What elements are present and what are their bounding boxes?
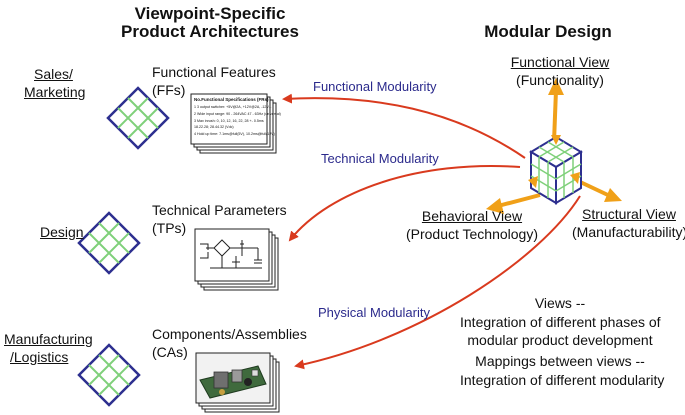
technical-modularity-arrow xyxy=(288,165,521,242)
design-grid-icon xyxy=(77,211,141,275)
structural-view-subtitle: (Manufacturability) xyxy=(572,224,685,240)
component-photo-stack xyxy=(195,352,280,413)
role-manufacturing-line1: Manufacturing xyxy=(4,331,93,347)
functional-features-label: Functional Features xyxy=(152,64,276,80)
behavioral-view-title: Behavioral View xyxy=(421,208,523,224)
spec-sheet-row: 2 Wide input range: 90 - 264VAC 47 - 63H… xyxy=(194,112,281,116)
technical-parameters-abbr: (TPs) xyxy=(152,220,187,236)
notes-views-heading: Views -- xyxy=(534,295,586,311)
manufacturing-grid-icon xyxy=(77,343,141,407)
sales-marketing-grid-icon xyxy=(106,86,170,150)
notes-mappings-heading: Mappings between views -- xyxy=(475,353,645,369)
circuit-board-icon xyxy=(199,365,267,399)
spec-sheet-row: 4 Hold up time: 7.1ms@full(5V), 10.2ms@f… xyxy=(194,132,275,136)
circuit-schematic-icon xyxy=(200,239,262,269)
notes-views-line2: modular product development xyxy=(467,332,653,348)
technical-parameters-label: Technical Parameters xyxy=(152,202,287,218)
components-assemblies-abbr: (CAs) xyxy=(152,344,188,360)
role-manufacturing-line2: /Logistics xyxy=(10,349,69,365)
spec-sheet-row: 18.22.28; 28.44.32 (Vdc) xyxy=(194,125,234,129)
structural-view-title: Structural View xyxy=(582,206,676,222)
spec-sheet-title: No.Functional Specifications (FRs) xyxy=(194,97,269,102)
functional-view-title: Functional View xyxy=(510,54,610,70)
technical-modularity-label: Technical Modularity xyxy=(321,151,439,166)
role-sales-line1: Sales/ xyxy=(34,66,73,82)
functional-modularity-arrow xyxy=(282,93,526,159)
circuit-schematic-stack xyxy=(194,228,279,291)
modular-cube-icon xyxy=(528,135,583,205)
functional-features-abbr: (FFs) xyxy=(152,82,186,98)
spec-sheet-row: 3 Max inrush: 0, 10, 12, 16, 22, 28 +- 0… xyxy=(194,119,264,123)
components-assemblies-label: Components/Assemblies xyxy=(152,326,307,342)
left-heading-line1: Viewpoint-Specific xyxy=(134,4,286,23)
functional-view-subtitle: (Functionality) xyxy=(516,72,604,88)
role-sales-line2: Marketing xyxy=(24,84,86,100)
physical-modularity-arrow xyxy=(294,195,581,370)
spec-sheet-stack xyxy=(190,93,277,154)
functional-modularity-label: Functional Modularity xyxy=(313,79,437,94)
spec-sheet-row: 1 3 output switcher: +5V@2A, +12V@2A, -1… xyxy=(194,105,272,109)
physical-modularity-label: Physical Modularity xyxy=(318,305,430,320)
right-heading: Modular Design xyxy=(484,22,612,41)
role-design: Design xyxy=(40,224,84,240)
notes-views-line1: Integration of different phases of xyxy=(460,314,661,330)
behavioral-view-subtitle: (Product Technology) xyxy=(405,226,539,242)
notes-mappings-line: Integration of different modularity xyxy=(460,372,665,388)
left-heading-line2: Product Architectures xyxy=(121,22,299,41)
